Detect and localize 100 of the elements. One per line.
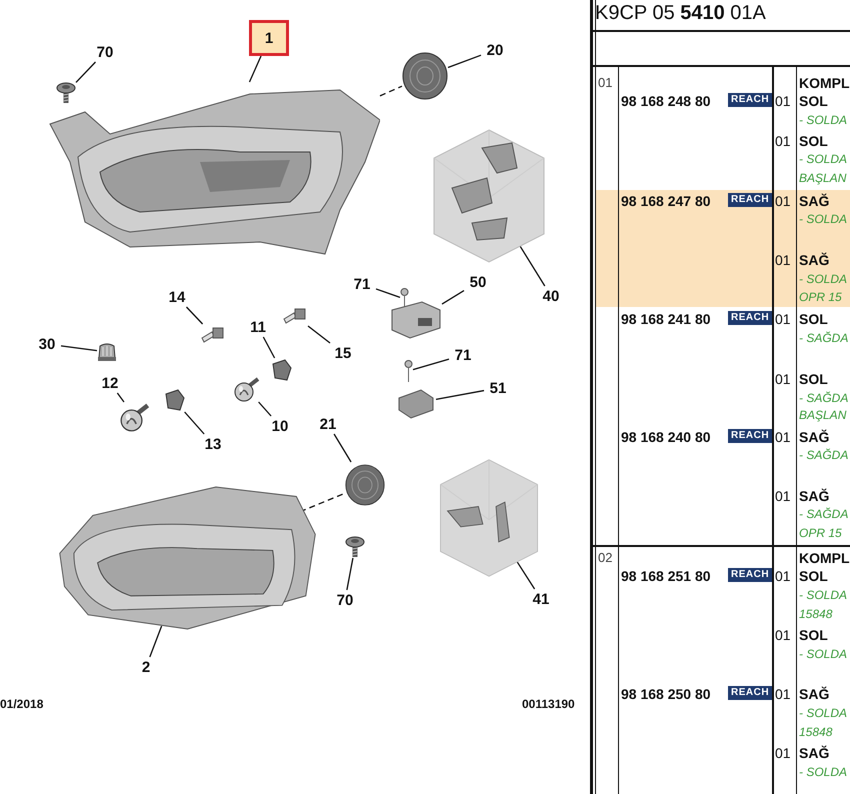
part-note: - SOLDA xyxy=(799,114,848,126)
part-note: OPR 15 xyxy=(799,527,842,539)
page-heading: K9CP 05 5410 01A xyxy=(595,3,766,23)
quantity: 01 xyxy=(775,253,791,267)
diagram-note: 00113190 xyxy=(522,697,575,711)
quantity: 01 xyxy=(775,194,791,208)
leader-line xyxy=(184,412,205,434)
callout-number: 13 xyxy=(199,434,227,454)
callout-number: 1 xyxy=(249,20,289,56)
part-number: 98 168 248 80 xyxy=(621,94,711,108)
quantity: 01 xyxy=(775,312,791,326)
leader-line xyxy=(516,560,536,590)
part-description: SOL xyxy=(799,312,828,326)
callout-number: 15 xyxy=(329,343,357,363)
part-note: - SAĞDA xyxy=(799,332,848,344)
reach-badge: REACH xyxy=(728,193,772,207)
part-number: 98 168 247 80 xyxy=(621,194,711,208)
leader-line xyxy=(116,392,124,402)
callout-number: 21 xyxy=(314,414,342,434)
part-note: - SOLDA xyxy=(799,589,848,601)
part-description: KOMPL xyxy=(799,76,850,90)
part-number: 98 168 251 80 xyxy=(621,569,711,583)
leader-line xyxy=(149,626,162,658)
callout-number: 71 xyxy=(348,274,376,294)
callout-number: 71 xyxy=(449,345,477,365)
leader-line xyxy=(376,288,400,298)
leader-line xyxy=(334,434,352,462)
callout-number: 70 xyxy=(91,42,119,62)
callout-number: 30 xyxy=(33,334,61,354)
part-description: SAĞ xyxy=(799,194,830,208)
part-note: - SAĞDA xyxy=(799,508,848,520)
part-note: - SOLDA xyxy=(799,273,848,285)
callout-number: 50 xyxy=(464,272,492,292)
callout-number: 11 xyxy=(244,317,272,337)
callout-number: 20 xyxy=(481,40,509,60)
part-note: 15848 xyxy=(799,726,832,738)
part-note: 15848 xyxy=(799,608,832,620)
leader-line xyxy=(448,54,482,68)
quantity: 01 xyxy=(775,94,791,108)
part-note: - SOLDA xyxy=(799,213,848,225)
part-description: SAĞ xyxy=(799,253,830,267)
quantity: 01 xyxy=(775,746,791,760)
part-description: SOL xyxy=(799,628,828,642)
leader-line xyxy=(436,390,484,400)
part-number: 98 168 250 80 xyxy=(621,687,711,701)
callout-number: 12 xyxy=(96,373,124,393)
group-number: 02 xyxy=(598,551,612,564)
quantity: 01 xyxy=(775,134,791,148)
part-number: 98 168 240 80 xyxy=(621,430,711,444)
part-description: SOL xyxy=(799,569,828,583)
part-description: SAĞ xyxy=(799,746,830,760)
leader-line xyxy=(308,326,330,344)
part-note: - SOLDA xyxy=(799,707,848,719)
callout-number: 51 xyxy=(484,378,512,398)
part-number: 98 168 241 80 xyxy=(621,312,711,326)
assembly-line xyxy=(380,86,402,96)
leader-line xyxy=(258,402,272,416)
callout-number: 2 xyxy=(132,657,160,677)
part-description: SAĞ xyxy=(799,489,830,503)
leader-line xyxy=(186,306,204,324)
diagram-note: 01/2018 xyxy=(0,697,44,711)
quantity: 01 xyxy=(775,372,791,386)
reach-badge: REACH xyxy=(728,429,772,443)
part-note: - SOLDA xyxy=(799,648,848,660)
callout-number: 14 xyxy=(163,287,191,307)
part-description: SAĞ xyxy=(799,687,830,701)
quantity: 01 xyxy=(775,569,791,583)
part-description: SAĞ xyxy=(799,430,830,444)
quantity: 01 xyxy=(775,489,791,503)
leader-line xyxy=(346,558,354,590)
reach-badge: REACH xyxy=(728,686,772,700)
reach-badge: REACH xyxy=(728,93,772,107)
part-note: - SOLDA xyxy=(799,766,848,778)
quantity: 01 xyxy=(775,687,791,701)
leader-line xyxy=(442,290,464,305)
quantity: 01 xyxy=(775,430,791,444)
leader-line xyxy=(60,345,98,352)
callout-number: 40 xyxy=(537,286,565,306)
part-description: SOL xyxy=(799,134,828,148)
quantity: 01 xyxy=(775,628,791,642)
reach-badge: REACH xyxy=(728,311,772,325)
part-description: SOL xyxy=(799,94,828,108)
group-number: 01 xyxy=(598,76,612,89)
part-note: OPR 15 xyxy=(799,291,842,303)
part-note: BAŞLAN xyxy=(799,172,846,184)
leader-line xyxy=(248,56,262,82)
part-description: SOL xyxy=(799,372,828,386)
part-note: BAŞLAN xyxy=(799,409,846,421)
callout-number: 41 xyxy=(527,589,555,609)
leader-line xyxy=(412,358,450,370)
part-note: - SOLDA xyxy=(799,153,848,165)
part-note: - SAĞDA xyxy=(799,392,848,404)
part-description: KOMPL xyxy=(799,551,850,565)
leader-line xyxy=(76,62,96,83)
callout-number: 70 xyxy=(331,590,359,610)
leader-line xyxy=(262,336,276,358)
leader-line xyxy=(518,244,546,286)
part-note: - SAĞDA xyxy=(799,449,848,461)
reach-badge: REACH xyxy=(728,568,772,582)
callout-number: 10 xyxy=(266,416,294,436)
